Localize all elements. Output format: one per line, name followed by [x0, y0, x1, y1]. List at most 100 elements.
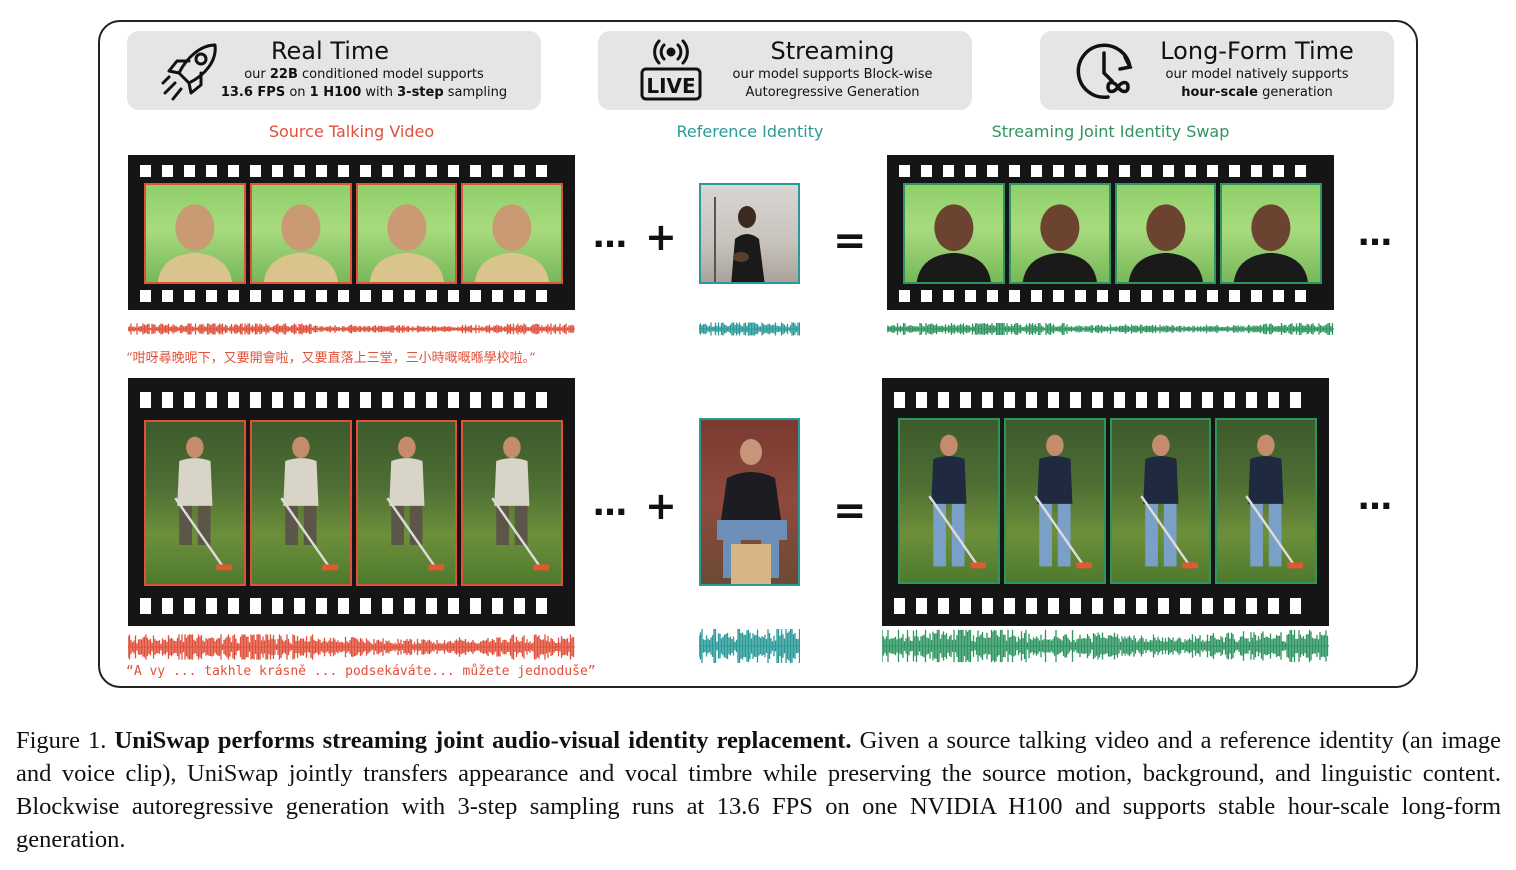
person-figure [491, 436, 550, 571]
sprocket-hole [382, 392, 393, 408]
sprocket-hole [1273, 290, 1284, 302]
person-figure [1245, 434, 1304, 569]
sprocket-hole [514, 165, 525, 177]
sprocket-hole [360, 392, 371, 408]
sprocket-hole [987, 290, 998, 302]
sprocket-hole [536, 598, 547, 614]
sprocket-hole [1290, 392, 1301, 408]
sprocket-hole [1229, 290, 1240, 302]
live-text: LIVE [646, 74, 695, 98]
sprocket-hole [360, 290, 371, 302]
sprocket-hole [514, 392, 525, 408]
reference-audio-waveform-2 [699, 629, 800, 663]
sprocket-hole [470, 290, 481, 302]
sprocket-hole [1136, 598, 1147, 614]
sprocket-hole [492, 598, 503, 614]
plus-sign: + [645, 484, 677, 528]
sprocket-hole [470, 598, 481, 614]
sprocket-hole [448, 290, 459, 302]
label-reference: Reference Identity [676, 122, 824, 141]
source-film-strip-2 [128, 378, 575, 626]
card-title: Long-Form Time [1160, 37, 1354, 65]
sprocket-hole [184, 165, 195, 177]
sprocket-hole [536, 290, 547, 302]
swap-audio-waveform-2 [882, 629, 1329, 663]
person-figure [263, 204, 338, 282]
sprocket-hole [228, 165, 239, 177]
person-figure [369, 204, 444, 282]
sprocket-hole [294, 392, 305, 408]
sprocket-hole [1070, 392, 1081, 408]
sprocket-hole [448, 165, 459, 177]
sprocket-hole [382, 165, 393, 177]
video-frame [249, 183, 352, 284]
sprocket-hole [1295, 165, 1306, 177]
sprocket-hole [360, 598, 371, 614]
sprocket-hole [250, 290, 261, 302]
sprocket-hole [1180, 598, 1191, 614]
sprocket-hole [982, 598, 993, 614]
sprocket-hole [943, 290, 954, 302]
person-figure [385, 436, 444, 571]
video-frame [898, 418, 1000, 584]
person-figure [174, 436, 233, 571]
sprocket-hole [294, 165, 305, 177]
sprocket-hole [250, 598, 261, 614]
reference-image-woman [699, 183, 800, 284]
sprocket-hole [943, 165, 954, 177]
sprocket-hole [272, 165, 283, 177]
sprocket-hole [206, 290, 217, 302]
sprocket-hole [1053, 290, 1064, 302]
swap-audio-waveform-1 [887, 323, 1334, 335]
reference-audio-waveform-1 [699, 322, 800, 336]
sprocket-hole [140, 392, 151, 408]
video-frame [903, 183, 1005, 284]
sprocket-hole [426, 392, 437, 408]
card-real-time: Real Time our 22B conditioned model supp… [127, 31, 541, 110]
sprocket-hole [1268, 392, 1279, 408]
sprocket-hole [228, 290, 239, 302]
sprocket-hole [470, 392, 481, 408]
sprocket-hole [899, 165, 910, 177]
sprocket-hole [1097, 290, 1108, 302]
sprocket-hole [294, 290, 305, 302]
sprocket-hole [1158, 392, 1169, 408]
sprocket-hole [1229, 165, 1240, 177]
sprocket-hole [426, 290, 437, 302]
person-figure [916, 204, 992, 282]
sprocket-hole [1026, 598, 1037, 614]
video-frame [461, 420, 563, 586]
video-frame [355, 183, 458, 284]
sprocket-hole [272, 290, 283, 302]
sprocket-hole [1031, 165, 1042, 177]
sprocket-hole [1053, 165, 1064, 177]
sprocket-hole [1092, 392, 1103, 408]
swap-film-strip-1 [887, 155, 1334, 310]
sprocket-hole [1163, 290, 1174, 302]
sprocket-hole [1158, 598, 1169, 614]
label-swap: Streaming Joint Identity Swap [991, 122, 1230, 141]
sprocket-hole [514, 598, 525, 614]
sprocket-hole [536, 392, 547, 408]
sprocket-hole [1273, 165, 1284, 177]
sprocket-hole [1180, 392, 1191, 408]
sprocket-hole [470, 165, 481, 177]
equals-sign: = [833, 218, 867, 264]
sprocket-hole [338, 392, 349, 408]
video-frame [1008, 183, 1111, 284]
card-line-1: our 22B conditioned model supports [244, 67, 484, 82]
sprocket-hole [1246, 392, 1257, 408]
person-figure [280, 436, 338, 571]
sprocket-hole [921, 290, 932, 302]
sprocket-hole [987, 165, 998, 177]
source-film-strip-1 [128, 155, 575, 310]
person-figure [928, 434, 987, 569]
sprocket-hole [404, 165, 415, 177]
ellipsis-sign: … [593, 216, 628, 256]
video-frame [1114, 183, 1217, 284]
sprocket-hole [1114, 598, 1125, 614]
equals-sign: = [833, 488, 867, 534]
source-audio-waveform-1 [128, 323, 575, 335]
person-figure [1233, 204, 1309, 282]
sprocket-hole [272, 392, 283, 408]
